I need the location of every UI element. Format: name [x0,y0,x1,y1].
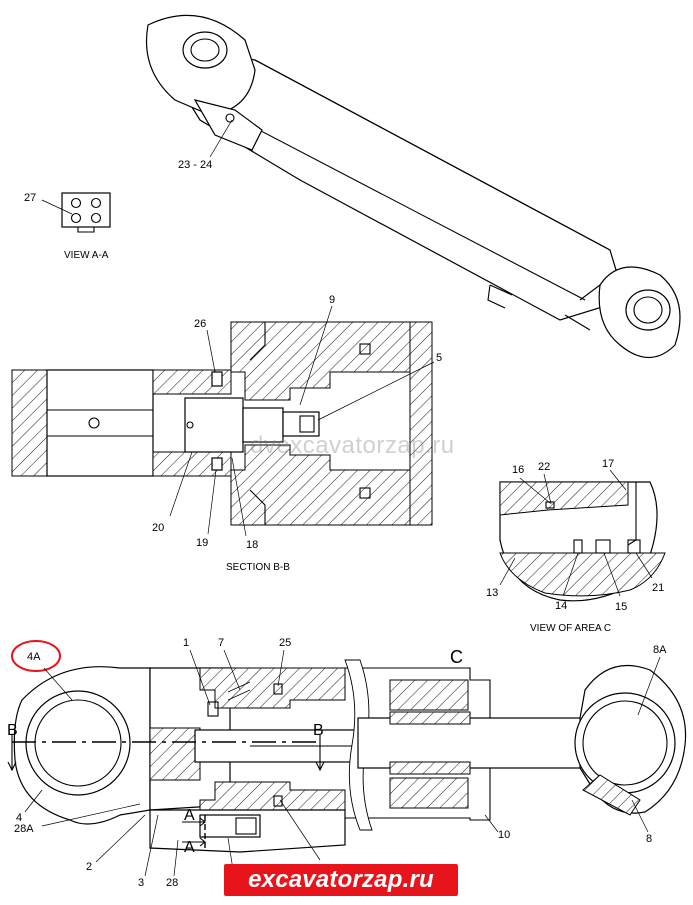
leader-25 [277,649,285,687]
leader-26 [206,329,216,373]
label-c: C [450,647,463,667]
label-1: 1 [183,637,189,649]
label-5: 5 [436,352,442,364]
leader-4a [43,667,73,701]
section-line-aa [182,815,206,848]
site-banner[interactable]: excavatorzap.ru [224,864,458,896]
leader-27 [41,199,73,215]
leader-10 [484,814,499,833]
label-25: 25 [279,637,291,649]
label-23-24: 23 - 24 [178,159,212,171]
leader-13 [499,557,516,586]
label-27: 27 [24,192,36,204]
leader-8 [631,799,649,833]
label-16: 16 [512,464,524,476]
label-14: 14 [555,600,567,612]
isometric-cylinder [145,14,681,358]
leader-21 [635,552,653,579]
view-area-c-caption: VIEW OF AREA C [530,623,611,634]
label-4: 4 [16,812,22,824]
leader-2 [95,814,146,863]
label-4a: 4A [27,651,41,663]
label-8a: 8A [653,644,667,656]
leader-28 [173,839,179,877]
leader-8a [637,656,661,716]
label-b-right: B [313,722,324,739]
view-aa-plate [61,192,111,233]
label-19: 19 [196,537,208,549]
label-3: 3 [138,877,144,889]
watermark: dvexcavatorzap.ru [250,432,455,459]
label-9: 9 [329,294,335,306]
label-8: 8 [646,833,652,845]
leader-17 [609,469,627,491]
label-15: 15 [615,601,627,613]
leader-9 [299,305,333,406]
leader-19 [207,469,217,535]
label-b-left: B [7,722,18,739]
leader-20 [169,451,193,517]
label-a-upper: A [184,807,195,824]
section-bb [11,321,433,526]
label-20: 20 [152,522,164,534]
leader-18 [231,457,247,537]
view-area-c [499,481,666,602]
label-7: 7 [218,637,224,649]
label-18: 18 [246,539,258,551]
site-banner-text: excavatorzap.ru [248,866,434,893]
leader-28a [41,803,141,827]
label-28a: 28A [14,823,34,835]
leader-16 [519,477,551,504]
leader-14 [562,552,579,597]
label-13: 13 [486,587,498,599]
leader-23-24 [209,119,233,158]
label-21: 21 [652,582,664,594]
leader-5 [317,361,435,421]
label-17: 17 [602,458,614,470]
leader-7 [223,649,241,691]
highlight-circle-4a [11,640,61,672]
label-26: 26 [194,318,206,330]
label-a-lower: A [184,839,195,856]
leader-1 [189,649,211,706]
section-line-bb [7,735,325,772]
main-cylinder-section [13,659,687,853]
leader-22 [543,473,552,505]
leader-bottom-right [279,799,321,861]
leader-15 [603,552,621,597]
label-2: 2 [86,861,92,873]
leader-4 [24,789,43,813]
section-bb-caption: SECTION B-B [226,562,290,573]
label-22: 22 [538,461,550,473]
view-aa-caption: VIEW A-A [64,250,109,261]
leader-3 [144,814,159,877]
label-28: 28 [166,877,178,889]
label-10: 10 [498,829,510,841]
